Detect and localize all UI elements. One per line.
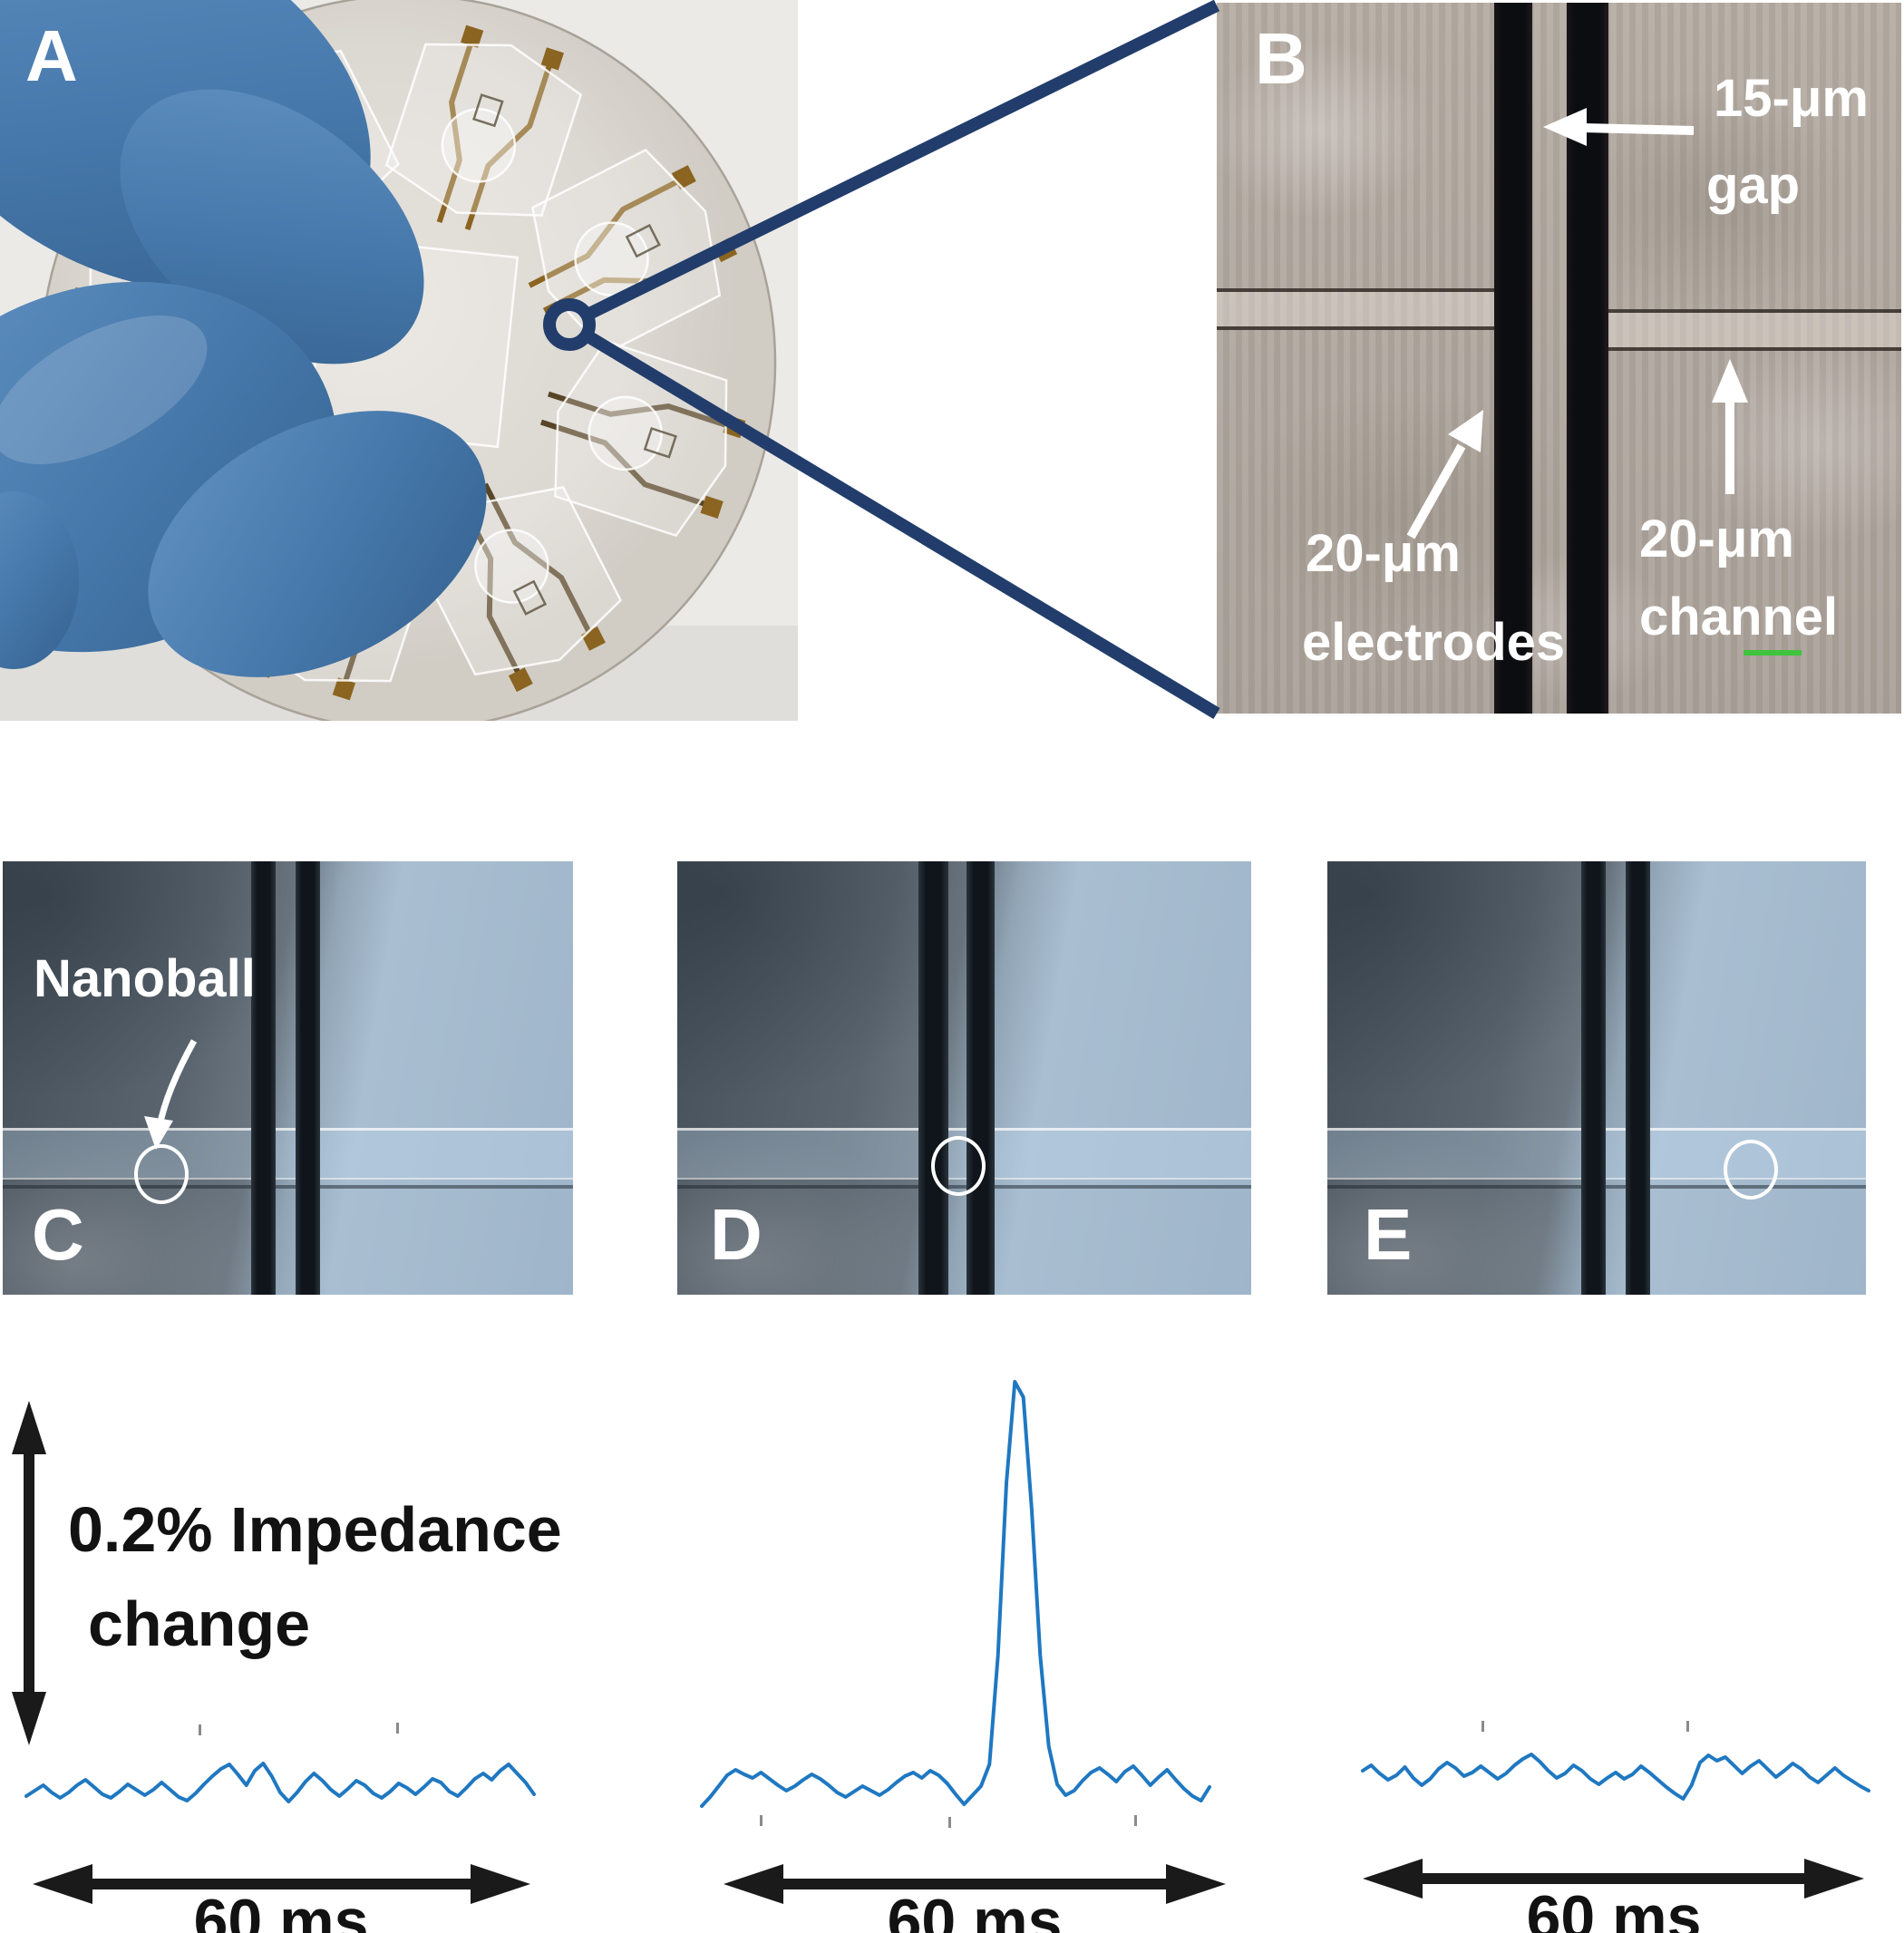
panel-a-device-photo: A	[0, 0, 798, 732]
channel-edge-line	[1217, 288, 1494, 292]
time-arrowhead-icon	[1804, 1859, 1864, 1899]
electrodes-annotation-line1: 20-μm	[1306, 524, 1461, 583]
panel-c-micrograph: Nanoball C	[3, 861, 573, 1295]
panel-e-micrograph: E	[1327, 861, 1866, 1295]
panel-d-micrograph: D	[677, 861, 1251, 1295]
electrode-bar-left	[1494, 3, 1532, 714]
time-arrowhead-icon	[1363, 1859, 1423, 1899]
channel-edge-line	[1217, 326, 1494, 330]
channel-edge-line	[1608, 347, 1901, 351]
channel-band	[1608, 313, 1901, 347]
device-photo-illustration	[0, 0, 798, 732]
electrode-bar-left	[251, 861, 276, 1295]
time-arrowhead-icon	[471, 1864, 530, 1904]
trace-e	[1361, 1753, 1870, 1801]
trace-c	[24, 1762, 536, 1803]
channel-annotation-line1: 20-μm	[1639, 510, 1794, 568]
channel-band	[1217, 292, 1494, 326]
trace-e-tick	[1686, 1721, 1689, 1732]
panel-label-c: C	[32, 1194, 84, 1275]
nanoball-marker-circle	[1724, 1140, 1778, 1200]
panel-label-d: D	[710, 1194, 763, 1275]
electrode-bar-right	[1567, 3, 1608, 714]
time-scale-label-c: 60 ms	[193, 1887, 369, 1933]
panel-label-e: E	[1364, 1194, 1413, 1275]
trace-d-tick	[1134, 1815, 1137, 1826]
channel-band	[3, 1131, 573, 1178]
time-arrowhead-icon	[1166, 1864, 1226, 1904]
channel-edge-line	[1608, 309, 1901, 313]
impedance-scale-arrowhead-top-icon	[12, 1401, 46, 1454]
electrode-bar-right	[967, 861, 995, 1295]
channel-edge-line	[3, 1185, 573, 1189]
impedance-scale-label-line2: change	[88, 1588, 311, 1659]
time-scale-label-d: 60 ms	[887, 1887, 1063, 1933]
gloved-hand	[0, 0, 487, 677]
gap-annotation-line2: gap	[1706, 156, 1801, 215]
panel-b-micrograph: B 15-μm gap 20-μm electrodes 20-μm chann…	[1217, 3, 1901, 714]
trace-d	[700, 1380, 1211, 1808]
channel-annotation-line2: channel	[1639, 588, 1839, 646]
channel-edge-line	[3, 1178, 573, 1180]
electrode-bar-left	[1581, 861, 1606, 1295]
electrode-bar-left	[918, 861, 948, 1295]
glove-highlight	[0, 316, 208, 464]
nanoball-marker-circle	[931, 1136, 986, 1196]
nanoball-marker-circle	[134, 1144, 189, 1204]
electrode-bar-right	[296, 861, 320, 1295]
nanoball-annotation: Nanoball	[34, 949, 256, 1008]
trace-c-tick	[396, 1723, 399, 1734]
impedance-scale-arrow-shaft	[24, 1449, 34, 1697]
time-arrowhead-icon	[724, 1864, 783, 1904]
time-arrowhead-icon	[33, 1864, 92, 1904]
time-scale-label-e: 60 ms	[1526, 1883, 1702, 1933]
impedance-scale-label-line1: 0.2% Impedance	[68, 1494, 562, 1565]
impedance-scale-arrowhead-bottom-icon	[12, 1692, 46, 1745]
gap-annotation-line1: 15-μm	[1714, 69, 1869, 128]
panel-label-a: A	[25, 15, 78, 96]
trace-e-tick	[1481, 1721, 1484, 1732]
electrode-bar-right	[1626, 861, 1650, 1295]
panel-label-b: B	[1255, 18, 1307, 99]
channel-edge-line	[3, 1128, 573, 1131]
trace-c-tick	[199, 1724, 201, 1735]
channel-edge-line	[677, 1128, 1251, 1131]
electrodes-annotation-line2: electrodes	[1302, 613, 1566, 672]
trace-d-tick	[948, 1817, 951, 1828]
trace-d-tick	[760, 1815, 763, 1826]
